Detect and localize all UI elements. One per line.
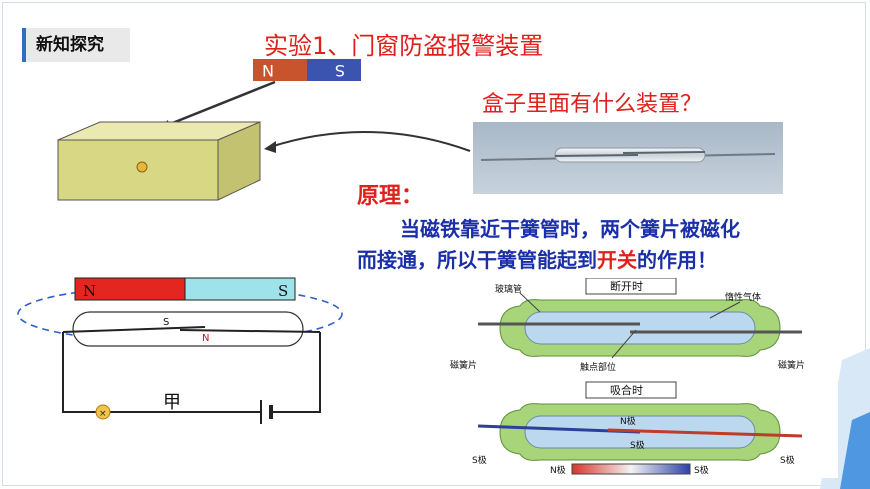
lamp-icon (95, 404, 111, 420)
reed-switch-diagram: 断开时 玻璃管 惰性气体 磁簧片 磁簧片 触点部位 吸合时 N极 S极 S极 S… (440, 278, 838, 478)
contact-label: 触点部位 (580, 361, 616, 373)
circuit-diagram: N S S N × 甲 (17, 277, 343, 424)
state-open-label: 断开时 (610, 279, 643, 293)
circuit-wire-right (273, 332, 321, 413)
circuit-magnet-s (184, 277, 296, 301)
reed-left-label: 磁簧片 (450, 359, 477, 371)
pole-gradient-bar (571, 463, 691, 475)
circuit-reed-blade-left (62, 326, 206, 333)
circuit-reed-blade-right (179, 329, 321, 333)
pointer-arrow (159, 80, 276, 130)
magnet-s-half (307, 59, 361, 81)
explanation-line-2b: 的作用！ (637, 248, 717, 272)
explanation-line-2: 而接通，所以干簧管能起到开关的作用！ (357, 244, 717, 273)
magnet-s-letter: S (335, 61, 345, 80)
curve-arrow-head-icon (264, 141, 276, 153)
question-text: 盒子里面有什么装置？ (482, 92, 703, 117)
magnet-n-half (253, 59, 307, 81)
leader-contact (611, 329, 637, 359)
circuit-reed-s-letter: S (163, 317, 169, 328)
reed-right-label: 磁簧片 (778, 359, 805, 371)
box-side (217, 121, 261, 201)
state-closed-box (585, 381, 677, 399)
tube-open-inner (524, 311, 756, 345)
leader-glass (519, 292, 541, 313)
state-closed-label: 吸合时 (610, 383, 643, 397)
glass-tube-label: 玻璃管 (495, 283, 522, 295)
reed-switch-photo (473, 122, 783, 194)
reed-blade-left (554, 154, 639, 157)
page-title: 实验1、门窗防盗报警装置 (264, 32, 544, 60)
explanation-highlight: 开关 (597, 248, 637, 272)
circuit-reed-n-letter: N (202, 333, 209, 344)
corner-accent-dark (840, 412, 870, 489)
s-pole-mid-label: S极 (630, 439, 645, 451)
box-illustration: N S (57, 59, 361, 201)
circuit-wire-left (62, 332, 260, 413)
circuit-magnet-s-letter: S (278, 282, 288, 300)
reed-blade-right (622, 151, 706, 154)
n-pole-top-label: N极 (620, 415, 636, 427)
explanation-line-1: 当磁铁靠近干簧管时，两个簧片被磁化 (400, 217, 740, 241)
bar-s-label: S极 (694, 464, 709, 476)
inert-gas-label: 惰性气体 (725, 291, 761, 303)
curve-line (269, 130, 471, 152)
magnet-n-letter: N (262, 61, 274, 80)
s-pole-left-label: S极 (472, 454, 487, 466)
circuit-magnet-n-letter: N (83, 282, 96, 300)
section-badge: 新知探究 (22, 28, 130, 62)
principle-label: 原理： (357, 184, 424, 209)
curved-arrow (264, 130, 471, 153)
leader-gas (709, 301, 741, 319)
state-open-box (585, 278, 677, 295)
circuit-reed-tube (72, 311, 304, 347)
s-pole-right-label: S极 (780, 454, 795, 466)
explanation-line-2a: 而接通，所以干簧管能起到 (357, 248, 597, 272)
lamp-cross-icon: × (99, 409, 107, 419)
bar-n-label: N极 (550, 464, 566, 476)
reed-closed-right (607, 428, 803, 438)
circuit-label: 甲 (163, 392, 181, 413)
box-hole (136, 161, 148, 173)
